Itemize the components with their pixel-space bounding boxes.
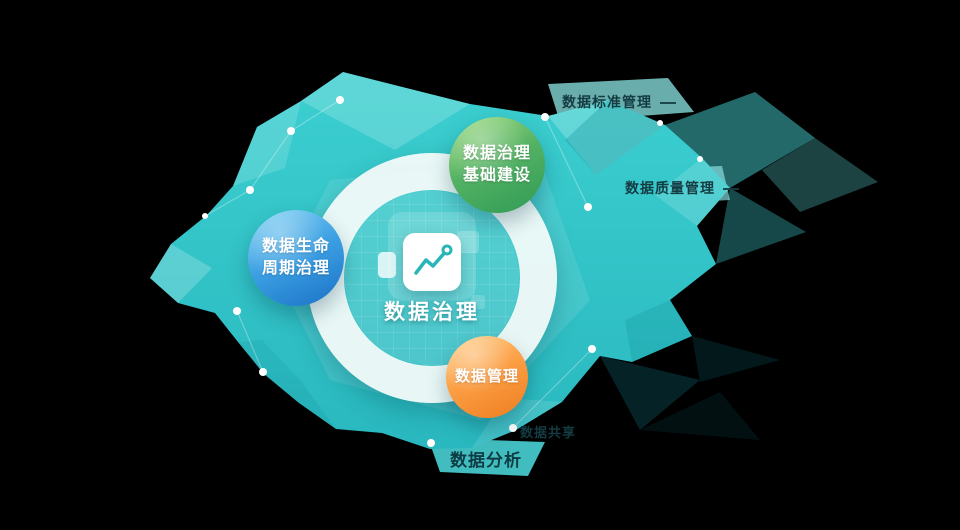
- label-data-quality: 数据质量管理: [625, 178, 739, 198]
- label-data-standard: 数据标准管理: [562, 92, 676, 112]
- label-data-analysis: 数据分析: [450, 451, 522, 470]
- facet-light: [301, 72, 470, 150]
- facet-shadow: [640, 392, 760, 440]
- facet-light: [233, 101, 301, 186]
- node-governance-foundation: 数据治理 基础建设: [449, 117, 545, 213]
- facet-extension: [665, 92, 815, 188]
- node-label-line: 数据管理: [454, 367, 519, 385]
- facet-dark: [264, 374, 336, 429]
- facet-dark: [565, 100, 665, 175]
- facet-light: [150, 244, 212, 303]
- facet-shadow: [600, 356, 700, 430]
- facet-extension: [762, 138, 878, 212]
- node-label-line: 数据生命: [261, 238, 330, 256]
- facet-light: [548, 100, 665, 175]
- facet-dark: [625, 300, 692, 362]
- facet-extension: [716, 188, 806, 264]
- facet-light: [472, 398, 562, 448]
- center-label: 数据治理: [384, 301, 480, 324]
- node-data-lifecycle: 数据生命 周期治理: [248, 210, 344, 306]
- facet-shadow: [692, 336, 780, 382]
- decor-pill: [378, 252, 396, 278]
- line-chart-icon: [403, 233, 461, 291]
- node-data-management: 数据管理: [446, 336, 528, 418]
- vertex-dots: [202, 96, 703, 447]
- node-label-line: 周期治理: [261, 260, 330, 277]
- node-label-line: 数据治理: [462, 145, 531, 163]
- facet-dark: [238, 340, 300, 380]
- constellation-lines: [204, 99, 593, 429]
- label-data-sharing: 数据共享: [520, 425, 577, 440]
- node-label-line: 基础建设: [462, 167, 531, 184]
